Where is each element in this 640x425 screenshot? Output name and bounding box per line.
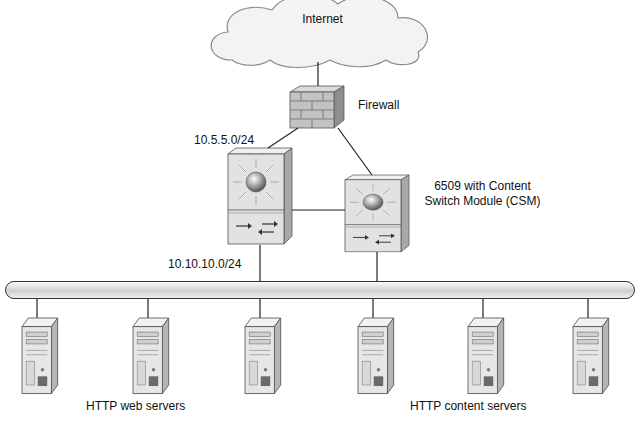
node-label: Internet (215, 12, 430, 27)
network-link (259, 245, 260, 281)
node-label: 10.10.10.0/24 (168, 257, 241, 272)
switch-icon (345, 175, 409, 252)
internet-cloud (211, 0, 427, 68)
network-link (317, 62, 318, 86)
network-link (268, 128, 298, 148)
firewall-icon (290, 86, 344, 128)
server-drops (37, 298, 588, 318)
switch-node: 10.5.5.0/24 (228, 148, 292, 245)
server-icons (22, 318, 609, 394)
network-link (292, 209, 345, 210)
switch-icon (228, 148, 292, 244)
cloud-node: Internet (215, 0, 430, 62)
node-label: Firewall (358, 98, 399, 113)
network-link (338, 128, 372, 175)
group-label: HTTP web servers (86, 399, 185, 414)
node-label: 6509 with Content Switch Module (CSM) (415, 179, 550, 209)
network-bus: 10.10.10.0/24 (5, 281, 635, 299)
switch-node: 6509 with Content Switch Module (CSM) (345, 175, 410, 252)
group-label: HTTP content servers (410, 399, 526, 414)
firewall-node: Firewall (290, 86, 344, 128)
network-link (376, 252, 377, 281)
node-label: 10.5.5.0/24 (194, 133, 254, 148)
